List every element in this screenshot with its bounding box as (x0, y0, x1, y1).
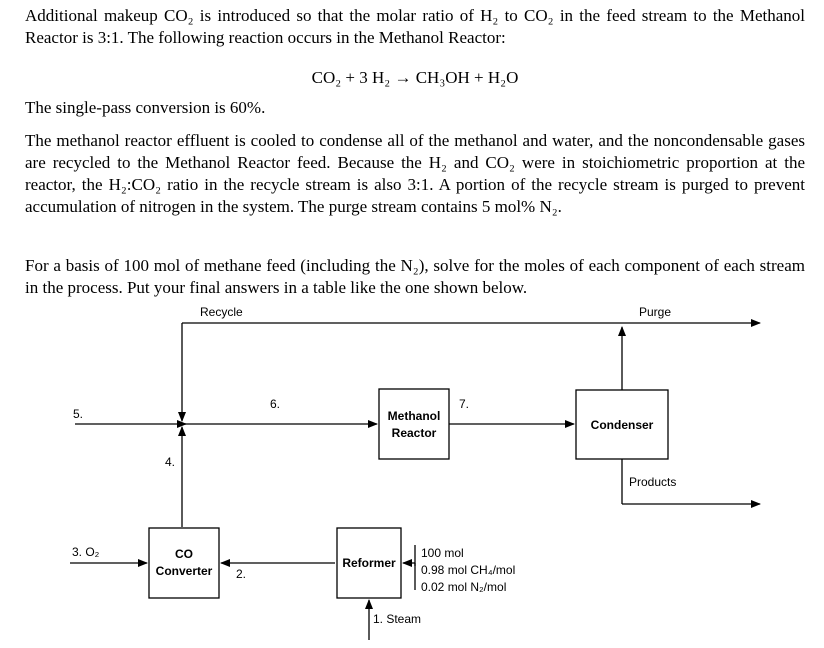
stream-1-label: 1. Steam (373, 612, 421, 626)
reaction-equation: CO₂ + 3 H₂ → CH₃OH + H₂O (311, 68, 519, 87)
stream-3-label: 3. O₂ (72, 545, 100, 559)
co-converter-box (148, 527, 220, 599)
products-label: Products (629, 475, 676, 489)
reformer-box (336, 527, 402, 599)
methanol-reactor-box (378, 388, 450, 460)
stream-7-label: 7. (459, 397, 469, 411)
stream-5-label: 5. (73, 407, 83, 421)
stream-4-label: 4. (165, 455, 175, 469)
purge-label: Purge (639, 305, 671, 319)
condenser-label: Condenser (591, 418, 654, 432)
reformer-label: Reformer (342, 556, 396, 570)
recycle-label: Recycle (200, 305, 243, 319)
co-converter-label-2: Converter (156, 564, 213, 578)
feed-label-2: 0.98 mol CH₄/mol (421, 563, 515, 577)
methanol-reactor-label-2: Reactor (392, 426, 437, 440)
feed-label-3: 0.02 mol N₂/mol (421, 580, 506, 594)
paragraph-makeup-co2: Additional makeup CO₂ is introduced so t… (25, 6, 805, 47)
stream-6-label: 6. (270, 397, 280, 411)
paragraph-basis: For a basis of 100 mol of methane feed (… (25, 256, 805, 297)
methanol-reactor-label-1: Methanol (388, 409, 441, 423)
feed-label-1: 100 mol (421, 546, 464, 560)
paragraph-conversion: The single-pass conversion is 60%. (25, 98, 266, 117)
condenser-box (575, 389, 669, 460)
stream-2-label: 2. (236, 567, 246, 581)
co-converter-label-1: CO (175, 547, 193, 561)
paragraph-recycle: The methanol reactor effluent is cooled … (25, 131, 805, 216)
